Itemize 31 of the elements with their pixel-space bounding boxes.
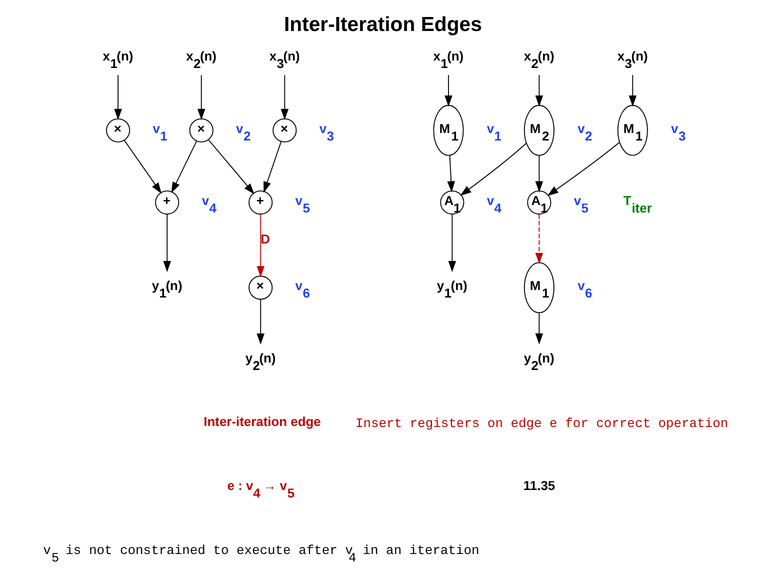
arrow [460,142,527,196]
node-circle: + [248,190,273,215]
node-circle: × [189,118,214,142]
diagram-title: Inter-Iteration Edges [284,14,482,36]
arrow [197,74,206,120]
arrow [171,140,198,194]
arrow [280,74,289,120]
arrow [535,74,544,107]
arrow [208,139,254,194]
arrow [628,74,637,107]
node-circle: × [248,276,273,300]
arrow [264,141,282,193]
node-circle: × [106,118,130,142]
arrow [547,142,620,196]
arrow [535,155,544,192]
arrow [256,214,264,278]
arrow [535,312,544,344]
node-circle: × [272,118,297,142]
arrow [444,74,452,107]
label: Inter-iteration edge [204,414,321,430]
arrow [124,140,162,194]
label: 11.35 [523,478,556,494]
label: Insert registers on edge e for correct operation [355,416,728,432]
node-circle: + [155,190,180,215]
arrow [163,214,172,272]
arrow [256,298,264,345]
arrow [448,214,456,272]
arrow [535,214,544,264]
arrow [447,155,455,192]
edge-label: D [260,231,270,246]
arrow [114,74,122,120]
